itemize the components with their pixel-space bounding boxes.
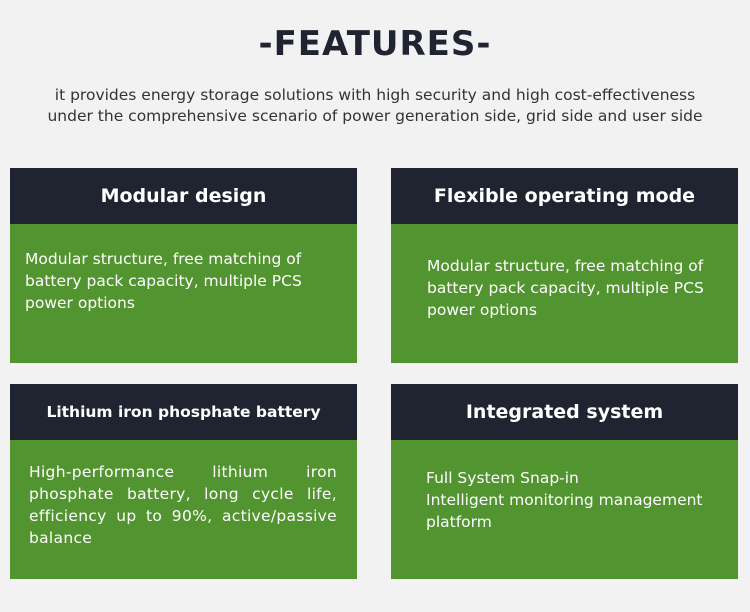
page-title: -FEATURES-	[258, 24, 492, 64]
feature-card-description-line: Full System Snap-in	[426, 469, 579, 487]
feature-card-flexible-operating-mode: Flexible operating mode Modular structur…	[391, 168, 738, 363]
feature-card-description-line: Intelligent monitoring management platfo…	[426, 491, 703, 531]
subtitle-line: under the comprehensive scenario of powe…	[47, 107, 703, 125]
feature-card-title: Modular design	[10, 168, 357, 224]
feature-card-title: Flexible operating mode	[391, 168, 738, 224]
feature-card-description: High-performance lithium iron phosphate …	[10, 440, 357, 579]
feature-card-description: Modular structure, free matching of batt…	[10, 224, 357, 363]
subtitle-line: it provides energy storage solutions wit…	[54, 86, 696, 104]
feature-card-description: Full System Snap-in Intelligent monitori…	[391, 440, 738, 579]
feature-card-integrated-system: Integrated system Full System Snap-in In…	[391, 384, 738, 579]
feature-card-lithium-iron-phosphate-battery: Lithium iron phosphate battery High-perf…	[10, 384, 357, 579]
page-subtitle: it provides energy storage solutions wit…	[0, 85, 750, 127]
feature-card-title: Lithium iron phosphate battery	[10, 384, 357, 440]
feature-card-title: Integrated system	[391, 384, 738, 440]
feature-card-description: Modular structure, free matching of batt…	[391, 224, 738, 363]
feature-card-modular-design: Modular design Modular structure, free m…	[10, 168, 357, 363]
